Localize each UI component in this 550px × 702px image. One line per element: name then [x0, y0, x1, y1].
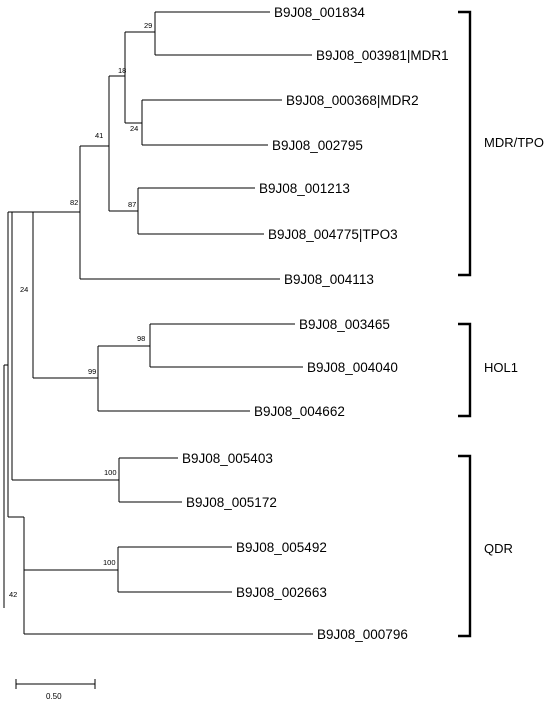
support-value: 100	[104, 468, 117, 477]
leaf-label: B9J08_001213	[259, 181, 350, 196]
support-value: 99	[88, 367, 96, 376]
group-labels: MDR/TPO HOL1 QDR	[484, 135, 544, 556]
leaf-label: B9J08_005403	[182, 451, 273, 466]
leaf-label: B9J08_005492	[236, 540, 327, 555]
scale-bar: 0.50	[15, 679, 96, 701]
group-brackets	[458, 10, 472, 638]
leaf-label: B9J08_005172	[186, 495, 277, 510]
leaf-label: B9J08_004040	[307, 360, 398, 375]
leaf-label: B9J08_004662	[254, 404, 345, 419]
support-value: 87	[128, 200, 136, 209]
tree-branches	[3, 11, 313, 635]
leaf-label: B9J08_003981|MDR1	[316, 48, 449, 63]
support-value: 18	[118, 66, 126, 75]
bracket-mdr-tpo	[458, 10, 472, 277]
leaf-labels: B9J08_001834 B9J08_003981|MDR1 B9J08_000…	[182, 5, 449, 642]
support-value: 100	[103, 558, 116, 567]
leaf-label: B9J08_004775|TPO3	[268, 227, 398, 242]
support-value: 41	[95, 131, 103, 140]
leaf-label: B9J08_003465	[299, 317, 390, 332]
support-value: 24	[130, 124, 138, 133]
group-label-mdr-tpo: MDR/TPO	[484, 135, 544, 150]
leaf-label: B9J08_002663	[236, 585, 327, 600]
leaf-label: B9J08_004113	[284, 272, 374, 287]
support-value: 24	[20, 285, 28, 294]
group-label-hol1: HOL1	[484, 360, 518, 375]
leaf-label: B9J08_002795	[272, 138, 363, 153]
leaf-label: B9J08_000796	[317, 627, 408, 642]
support-value: 98	[137, 334, 145, 343]
group-label-qdr: QDR	[484, 541, 513, 556]
support-value: 82	[70, 198, 78, 207]
leaf-label: B9J08_000368|MDR2	[286, 93, 419, 108]
support-values: 29 18 24 41 87 82 24 98 99 100 100 42	[9, 21, 152, 599]
leaf-label: B9J08_001834	[274, 5, 365, 20]
bracket-qdr	[458, 454, 472, 638]
support-value: 42	[9, 590, 17, 599]
bracket-hol1	[458, 322, 472, 418]
scale-bar-label: 0.50	[46, 692, 62, 701]
support-value: 29	[144, 21, 152, 30]
